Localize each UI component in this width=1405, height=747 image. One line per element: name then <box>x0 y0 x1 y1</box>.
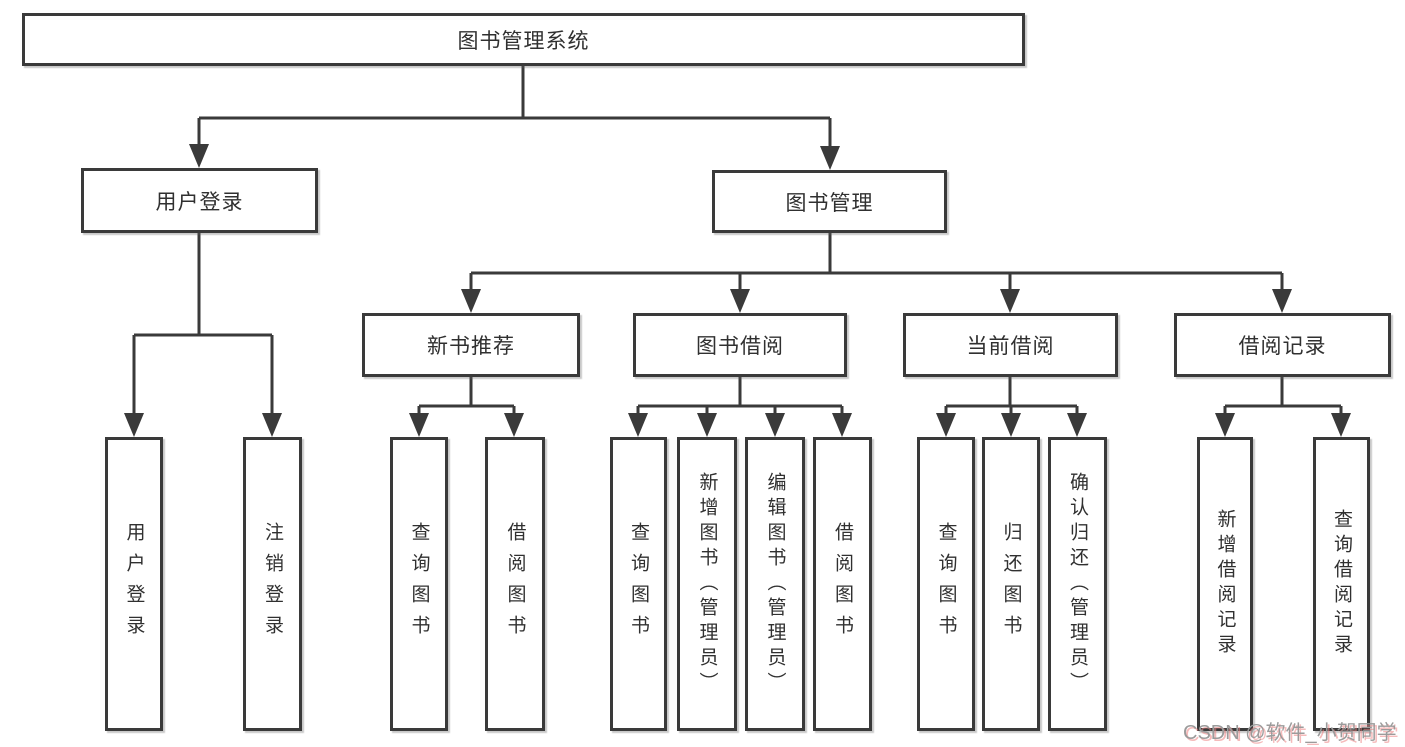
leaf-confirm-return-admin: 确认归还（管理员） <box>1048 437 1107 731</box>
node-borrowing-records: 借阅记录 <box>1174 313 1391 377</box>
leaf-add-borrow-record: 新增借阅记录 <box>1197 437 1253 731</box>
node-library-management-system: 图书管理系统 <box>22 13 1025 66</box>
leaf-label: 确认归还（管理员） <box>1067 471 1088 697</box>
leaf-add-books-admin: 新增图书（管理员） <box>677 437 737 731</box>
node-label: 借阅记录 <box>1238 335 1327 358</box>
leaf-label: 归还图书 <box>1000 522 1022 646</box>
csdn-watermark: CSDN @软件_小贺同学 <box>1183 722 1397 744</box>
leaf-borrow-books: 借阅图书 <box>813 437 872 731</box>
leaf-edit-books-admin: 编辑图书（管理员） <box>745 437 805 731</box>
leaf-label: 查询图书 <box>935 522 957 646</box>
leaf-query-books: 查询图书 <box>390 437 448 731</box>
leaf-label: 借阅图书 <box>832 522 853 646</box>
node-new-book-recommendation: 新书推荐 <box>362 313 580 377</box>
leaf-return-books: 归还图书 <box>982 437 1040 731</box>
node-label: 用户登录 <box>155 190 244 214</box>
leaf-label: 查询图书 <box>628 522 649 646</box>
node-label: 图书借阅 <box>696 335 784 358</box>
node-user-login: 用户登录 <box>81 168 318 233</box>
leaf-label: 用户登录 <box>123 522 145 646</box>
leaf-label: 新增借阅记录 <box>1214 509 1236 659</box>
node-label: 图书管理 <box>785 191 874 215</box>
leaf-label: 查询图书 <box>408 522 430 646</box>
leaf-label: 编辑图书（管理员） <box>764 471 786 697</box>
leaf-query-books: 查询图书 <box>917 437 975 731</box>
leaf-label: 新增图书（管理员） <box>696 471 718 697</box>
leaf-label: 借阅图书 <box>504 522 526 646</box>
node-label: 新书推荐 <box>427 335 515 358</box>
node-label: 当前借阅 <box>966 335 1055 358</box>
leaf-user-login: 用户登录 <box>105 437 163 731</box>
node-current-borrowing: 当前借阅 <box>903 313 1118 377</box>
leaf-logout: 注销登录 <box>243 437 302 731</box>
leaf-label: 查询借阅记录 <box>1331 509 1352 659</box>
node-label: 图书管理系统 <box>457 29 590 53</box>
leaf-label: 注销登录 <box>262 522 283 646</box>
leaf-borrow-books: 借阅图书 <box>485 437 545 731</box>
leaf-query-books: 查询图书 <box>610 437 667 731</box>
node-book-management: 图书管理 <box>712 170 947 233</box>
leaf-query-borrow-record: 查询借阅记录 <box>1313 437 1370 731</box>
node-book-borrowing: 图书借阅 <box>633 313 847 377</box>
